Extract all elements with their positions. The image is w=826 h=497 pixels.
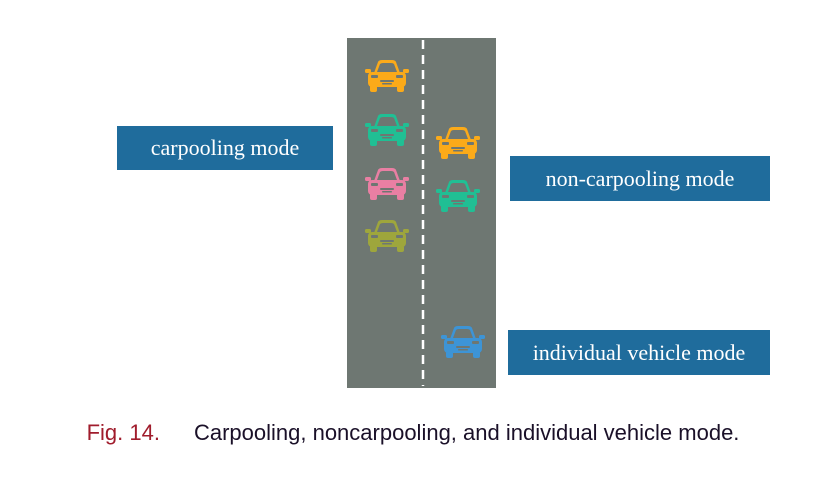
car-icon <box>365 60 409 92</box>
car-icon <box>365 114 409 146</box>
car-icon <box>441 326 485 358</box>
carpooling-mode-label: carpooling mode <box>117 126 333 170</box>
car-icon <box>436 180 480 212</box>
figure-number: Fig. 14. <box>86 420 160 445</box>
individual-vehicle-mode-label: individual vehicle mode <box>508 330 770 375</box>
car-icon <box>365 168 409 200</box>
non-carpooling-mode-label: non-carpooling mode <box>510 156 770 201</box>
car-icon <box>365 220 409 252</box>
car-icon <box>436 127 480 159</box>
caption-text: Carpooling, noncarpooling, and individua… <box>193 420 740 445</box>
figure-caption: Fig. 14. Carpooling, noncarpooling, and i… <box>0 420 826 446</box>
